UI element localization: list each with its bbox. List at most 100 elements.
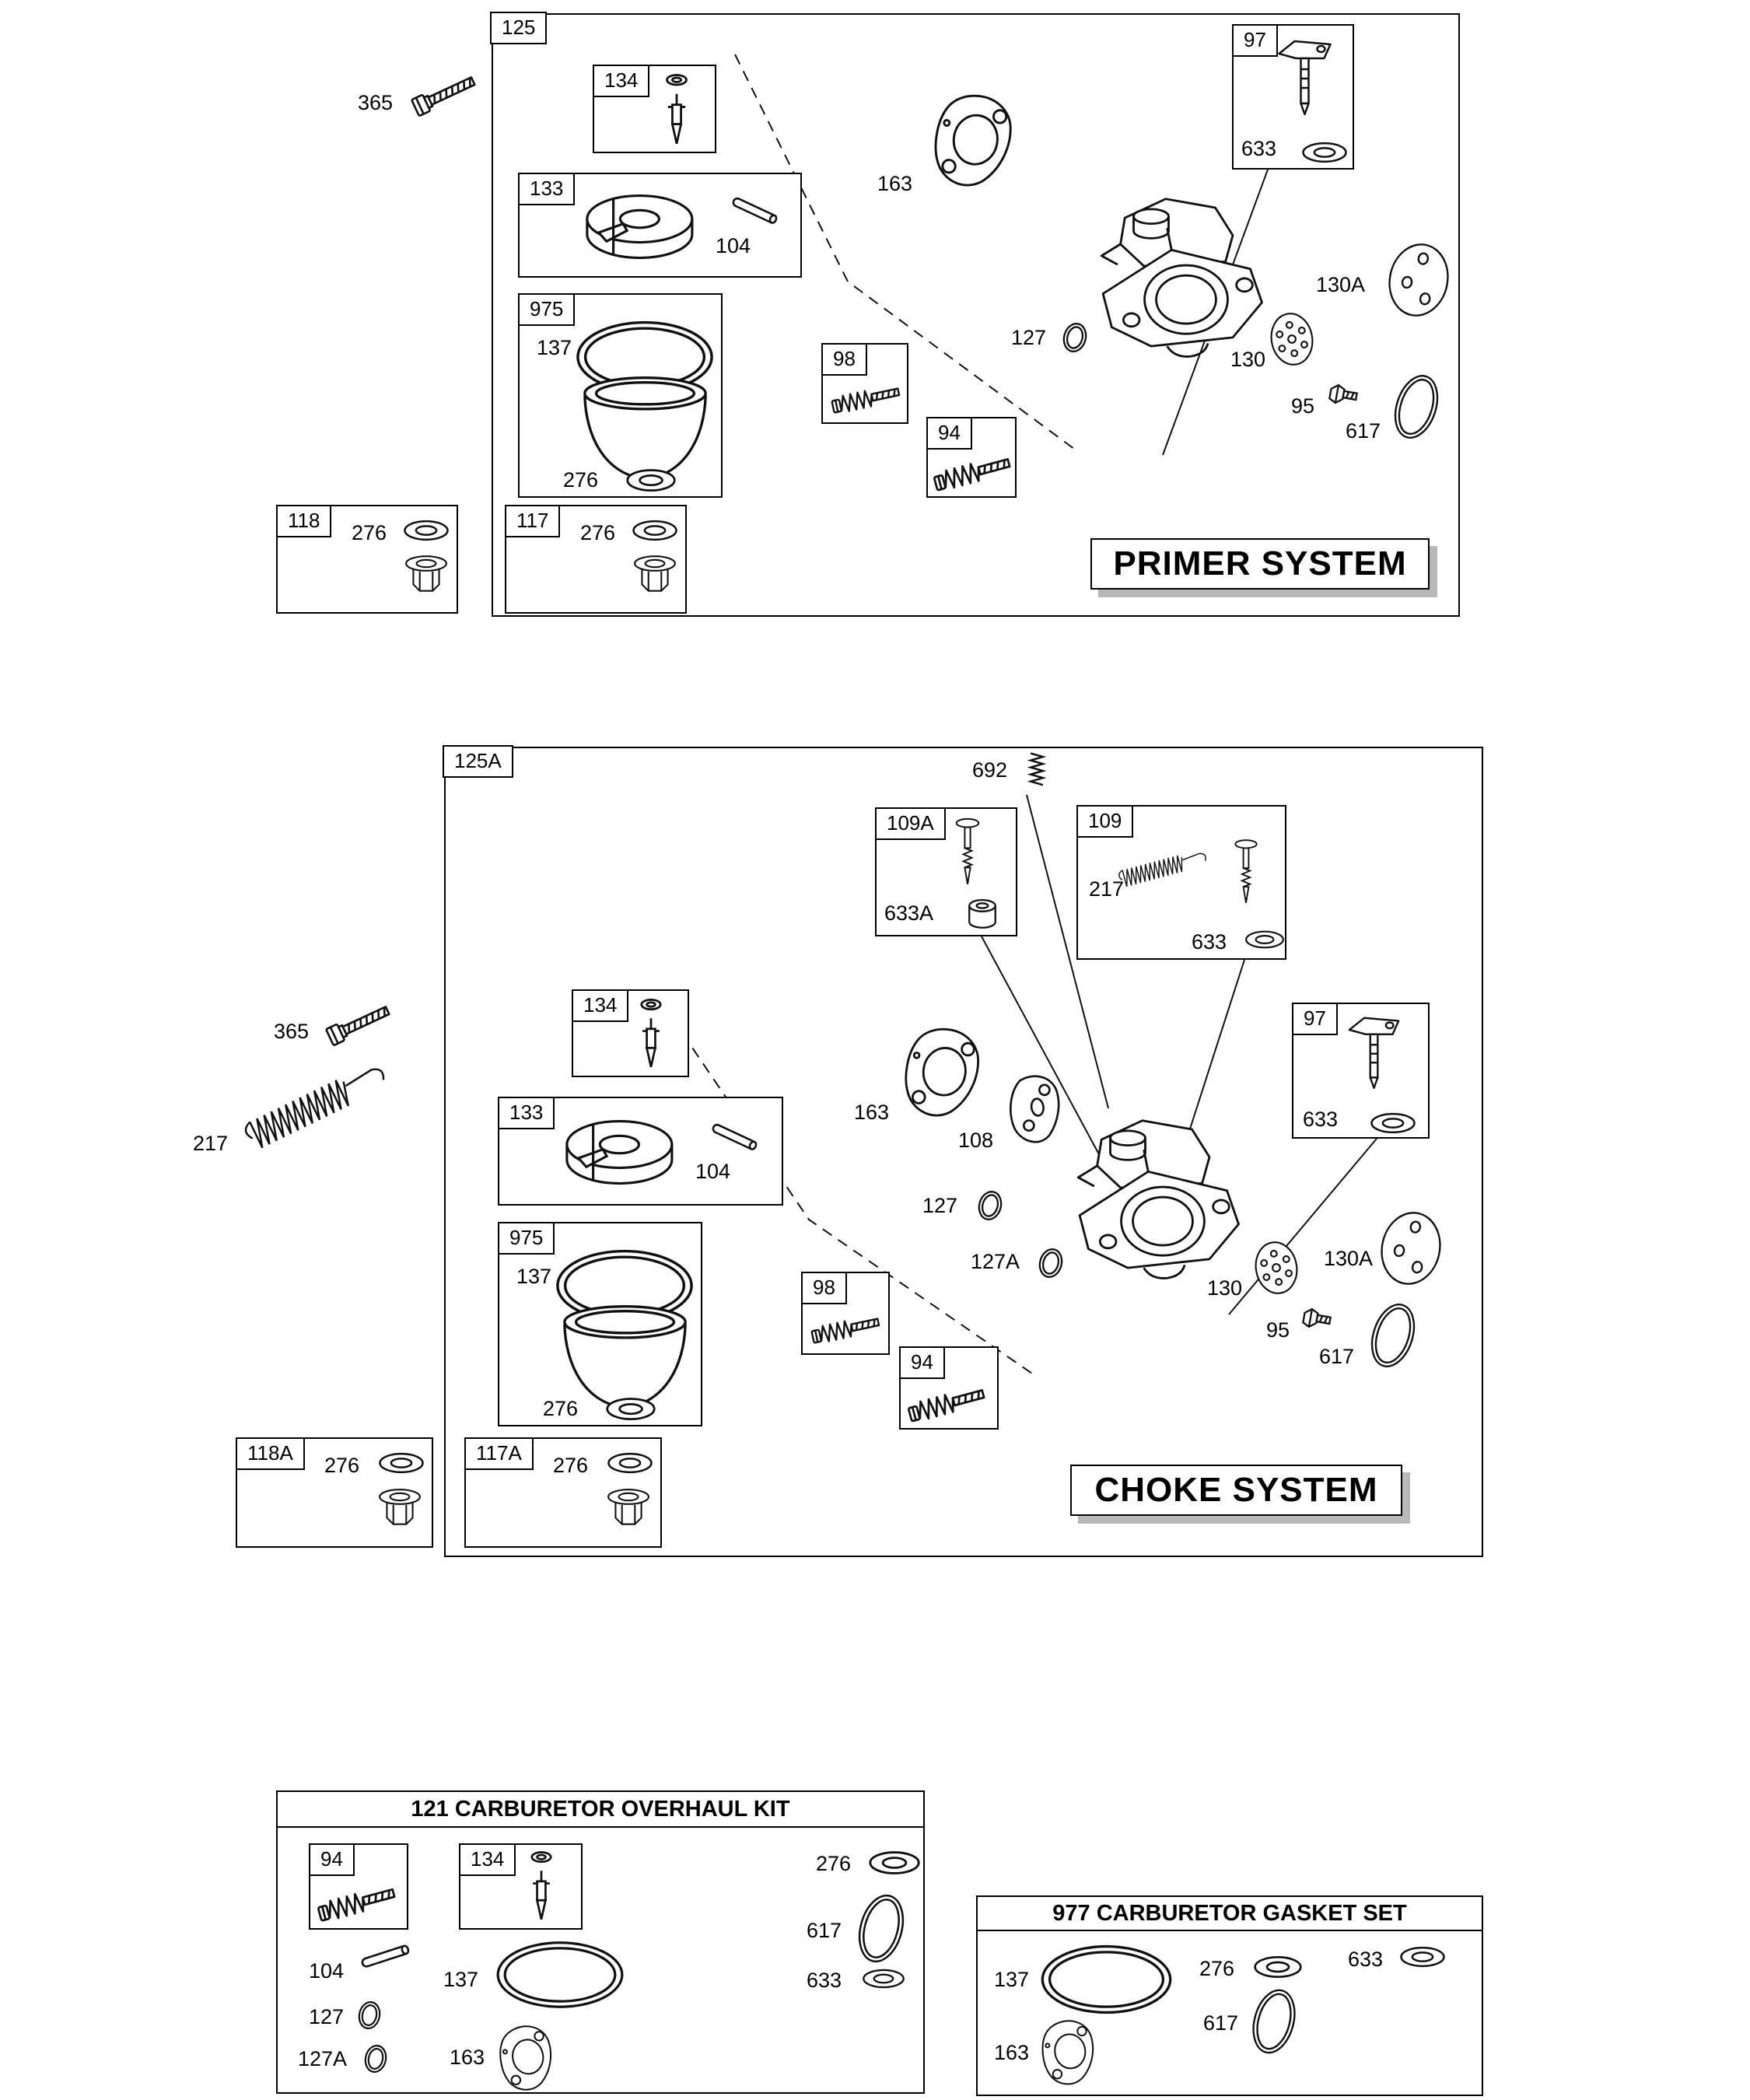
- part-box-94: 94: [309, 1843, 408, 1930]
- washer-icon: [865, 1850, 924, 1876]
- part-box-134: 134: [572, 989, 689, 1077]
- part-label-276: 276: [553, 1454, 589, 1477]
- section-tag-125A: 125A: [443, 745, 513, 778]
- idle-mixture-screw-icon: [948, 817, 987, 891]
- bushing-icon: [964, 898, 1001, 932]
- part-label-692: 692: [972, 758, 1008, 782]
- part-label-127: 127: [309, 2005, 345, 2028]
- section-tag-125: 125: [490, 12, 548, 44]
- part-label-633: 633: [1303, 1108, 1339, 1131]
- part-box-tag: 118A: [236, 1437, 305, 1470]
- washer-icon: [624, 467, 678, 493]
- overhaul-kit-title: 121 CARBURETOR OVERHAUL KIT: [278, 1792, 923, 1828]
- part-box-tag: 117A: [464, 1437, 534, 1470]
- part-label-104: 104: [309, 1959, 345, 1983]
- float-pin-icon: [728, 191, 782, 230]
- part-label-276: 276: [324, 1454, 360, 1477]
- float-pin-icon: [358, 1938, 415, 1974]
- o-ring-icon: [849, 1887, 914, 1971]
- part-box-tag: 134: [572, 989, 629, 1022]
- carburetor-body-icon: [1034, 1104, 1268, 1294]
- primer-system-title: PRIMER SYSTEM: [1090, 538, 1430, 590]
- part-box-97: 97 633: [1232, 24, 1354, 170]
- part-label-617: 617: [807, 1919, 842, 1942]
- part-label-127A: 127A: [971, 1250, 1020, 1273]
- nut-icon: [632, 551, 677, 598]
- washer-icon: [604, 1451, 656, 1475]
- part-box-117A: 117A 276: [464, 1437, 662, 1548]
- part-box-tag: 133: [518, 173, 576, 205]
- part-label-108: 108: [958, 1129, 994, 1152]
- bowl-gasket-icon: [1038, 1941, 1174, 2018]
- part-box-117: 117 276: [505, 505, 687, 614]
- part-label-130A: 130A: [1316, 273, 1366, 296]
- o-ring-icon: [354, 1997, 385, 2034]
- part-label-127: 127: [922, 1194, 958, 1217]
- needle-valve-icon: [660, 72, 693, 150]
- washer-icon: [1398, 1945, 1447, 1969]
- part-box-118A: 118A 276: [236, 1437, 433, 1548]
- o-ring-icon: [360, 2040, 391, 2077]
- part-label-276: 276: [816, 1852, 852, 1875]
- part-label-217: 217: [1089, 877, 1125, 901]
- spring-icon: [230, 1045, 403, 1165]
- part-label-163: 163: [994, 2041, 1030, 2064]
- part-label-276: 276: [580, 521, 616, 544]
- part-label-163: 163: [854, 1101, 890, 1124]
- part-label-365: 365: [274, 1020, 310, 1043]
- part-box-tag: 97: [1292, 1003, 1338, 1035]
- part-label-137: 137: [537, 336, 572, 359]
- part-label-276: 276: [352, 521, 387, 544]
- part-label-217: 217: [193, 1132, 229, 1155]
- nut-icon: [377, 1484, 422, 1532]
- part-box-tag: 98: [801, 1272, 847, 1304]
- part-box-tag: 109: [1076, 805, 1134, 838]
- part-box-134: 134: [593, 65, 716, 153]
- washer-icon: [1250, 1955, 1306, 1979]
- part-box-975: 975 137 276: [518, 293, 723, 498]
- part-label-95: 95: [1266, 1318, 1290, 1342]
- part-label-127A: 127A: [298, 2047, 348, 2070]
- part-box-tag: 98: [821, 343, 867, 376]
- part-box-109: 109 217 633: [1076, 805, 1286, 960]
- needle-valve-icon: [527, 1850, 556, 1926]
- gasket-set-section: 977 CARBURETOR GASKET SET 137 276 633 61…: [976, 1895, 1483, 2096]
- part-box-tag: 97: [1232, 24, 1278, 57]
- idle-screw-spring-icon: [929, 446, 1017, 499]
- part-label-276: 276: [1199, 1957, 1235, 1980]
- part-label-617: 617: [1346, 419, 1381, 443]
- part-box-975: 975 137 276: [498, 1222, 702, 1426]
- part-box-109A: 109A 633A: [875, 807, 1017, 936]
- overhaul-kit-section: 121 CARBURETOR OVERHAUL KIT 94 134 276 6…: [276, 1790, 925, 2094]
- part-box-134: 134: [459, 1843, 583, 1930]
- carburetor-body-icon: [1058, 183, 1291, 373]
- nut-icon: [404, 551, 449, 598]
- washer-icon: [1367, 1111, 1419, 1135]
- primer-system-section: [492, 13, 1460, 617]
- spring-icon: [1109, 831, 1218, 904]
- washer-icon: [604, 1396, 658, 1422]
- part-label-633: 633: [1241, 137, 1277, 160]
- part-label-137: 137: [994, 1968, 1030, 1991]
- part-label-104: 104: [716, 234, 751, 257]
- part-box-98: 98: [821, 343, 908, 424]
- part-label-130: 130: [1207, 1276, 1243, 1300]
- part-box-tag: 134: [593, 65, 650, 97]
- part-label-617: 617: [1203, 2011, 1239, 2035]
- bolt-icon: [408, 68, 481, 120]
- spring-icon: [1025, 750, 1048, 790]
- part-box-tag: 94: [899, 1346, 945, 1379]
- part-box-tag: 109A: [875, 807, 946, 840]
- gasket-set-title: 977 CARBURETOR GASKET SET: [978, 1897, 1482, 1931]
- needle-valve-icon: [635, 997, 667, 1073]
- part-label-95: 95: [1291, 394, 1315, 418]
- screw-icon: [1325, 380, 1361, 412]
- part-box-tag: 94: [309, 1843, 355, 1876]
- float-icon: [574, 190, 706, 268]
- gasket-icon: [1035, 2014, 1105, 2091]
- part-box-tag: 134: [459, 1843, 516, 1876]
- washer-icon: [629, 519, 681, 542]
- diaphragm-plate-icon: [1263, 306, 1321, 373]
- part-label-276: 276: [543, 1397, 579, 1420]
- part-box-97: 97 633: [1292, 1003, 1430, 1139]
